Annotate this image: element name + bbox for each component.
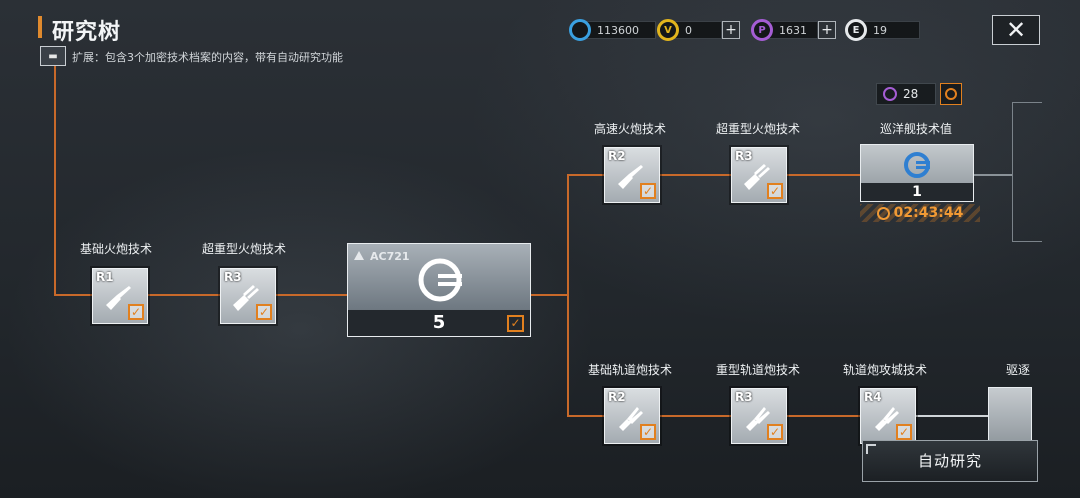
checkbox-icon: ✓ [896,424,912,440]
node-railgun-siege[interactable]: R4 ✓ [860,388,916,444]
connector-line [660,174,732,176]
node-heavy-railgun[interactable]: R3 ✓ [731,388,787,444]
currency-value: 19 [873,23,887,37]
currency-e: E 19 [845,19,920,41]
connector-line [974,174,1012,176]
node-label-super-heavy-left: 超重型火炮技术 [202,242,287,256]
connector-line [787,174,861,176]
g-coin-icon [569,19,591,41]
checkbox-icon: ✓ [128,304,144,320]
tech-value: 1 [912,184,922,200]
connector-line [660,415,732,417]
auto-research-button[interactable]: 自动研究 [862,440,1038,482]
rank-label: R2 [608,390,626,404]
page-title: 研究树 [52,20,122,45]
node-basic-railgun[interactable]: R2 ✓ [604,388,660,444]
add-gold-button[interactable]: + [722,21,740,39]
railgun-icon [875,407,899,431]
currency-value: 0 [685,23,692,37]
node-label-destroyer: 驱逐 [1006,363,1031,377]
speed-up-icon [945,88,957,100]
node-label-basic-railgun: 基础轨道炮技术 [588,363,673,377]
node-label-high-speed: 高速火炮技术 [594,122,667,136]
currency-g: 113600 [569,19,656,41]
node-super-heavy-cannon-left[interactable]: R3 ✓ [220,268,276,324]
connector-line [276,294,348,296]
checkbox-icon: ✓ [256,304,272,320]
connector-line [787,415,861,417]
currency-gold: V 0 [657,19,722,41]
card-footer [348,310,530,336]
e-coin-icon: E [845,19,867,41]
rank-label: R4 [864,390,882,404]
cannon-icon [744,164,770,190]
currency-purple: P 1631 [751,19,818,41]
checkbox-icon: ✓ [507,315,524,332]
purple-coin-icon [883,87,897,101]
rank-label: R3 [735,390,753,404]
connector-line [567,174,569,416]
clock-icon [876,206,890,220]
connector-line [148,294,220,296]
currency-value: 113600 [597,23,639,37]
g-logo-icon [418,258,462,302]
node-cruiser-tech[interactable]: 1 [860,144,974,202]
node-basic-cannon[interactable]: R1 ✓ [92,268,148,324]
rank-label: R3 [224,270,242,284]
gold-coin-icon: V [657,19,679,41]
node-destroyer[interactable] [988,387,1032,447]
connector-line [54,294,92,296]
add-purple-button[interactable]: + [818,21,836,39]
purple-coin-icon: P [751,19,773,41]
connector-line [567,174,605,176]
research-timer: 02:43:44 [860,204,980,222]
railgun-icon [619,407,643,431]
page-subtitle: 扩展：包含3个加密技术档案的内容，带有自动研究功能 [72,51,343,64]
next-tier-bracket [1012,102,1042,242]
center-tech-card[interactable]: AC721 5 ✓ [347,243,531,337]
rank-label: R2 [608,149,626,163]
checkbox-icon: ✓ [640,424,656,440]
title-accent-bar [38,16,42,38]
cost-badge: 28 [876,83,936,105]
node-super-heavy-cannon-right[interactable]: R3 ✓ [731,147,787,203]
connector-line [54,60,56,296]
checkbox-icon: ✓ [640,183,656,199]
g-logo-icon [904,152,930,178]
close-button[interactable]: ✕ [992,15,1040,45]
tech-value: 5 [432,312,446,333]
rank-triangle-icon [354,251,364,260]
speed-up-button[interactable] [940,83,962,105]
timer-value: 02:43:44 [893,205,964,221]
connector-line [916,415,988,417]
checkbox-icon: ✓ [767,183,783,199]
node-label-railgun-siege: 轨道炮攻城技术 [843,363,928,377]
rank-label: R1 [96,270,114,284]
checkbox-icon: ✓ [767,424,783,440]
blueprint-icon: ▬ [40,46,66,66]
node-label-basic-cannon: 基础火炮技术 [80,242,153,256]
node-high-speed-cannon[interactable]: R2 ✓ [604,147,660,203]
connector-line [531,294,569,296]
node-label-cruiser: 巡洋舰技术值 [880,122,953,136]
node-label-super-heavy-right: 超重型火炮技术 [716,122,801,136]
cost-value: 28 [903,87,919,101]
node-label-heavy-railgun: 重型轨道炮技术 [716,363,801,377]
cannon-icon [106,286,131,310]
currency-value: 1631 [779,23,807,37]
connector-line [567,415,605,417]
tech-code: AC721 [370,250,410,263]
railgun-icon [746,407,770,431]
cannon-icon [233,285,259,311]
card-footer [861,183,973,201]
rank-label: R3 [735,149,753,163]
cannon-icon [618,165,643,189]
